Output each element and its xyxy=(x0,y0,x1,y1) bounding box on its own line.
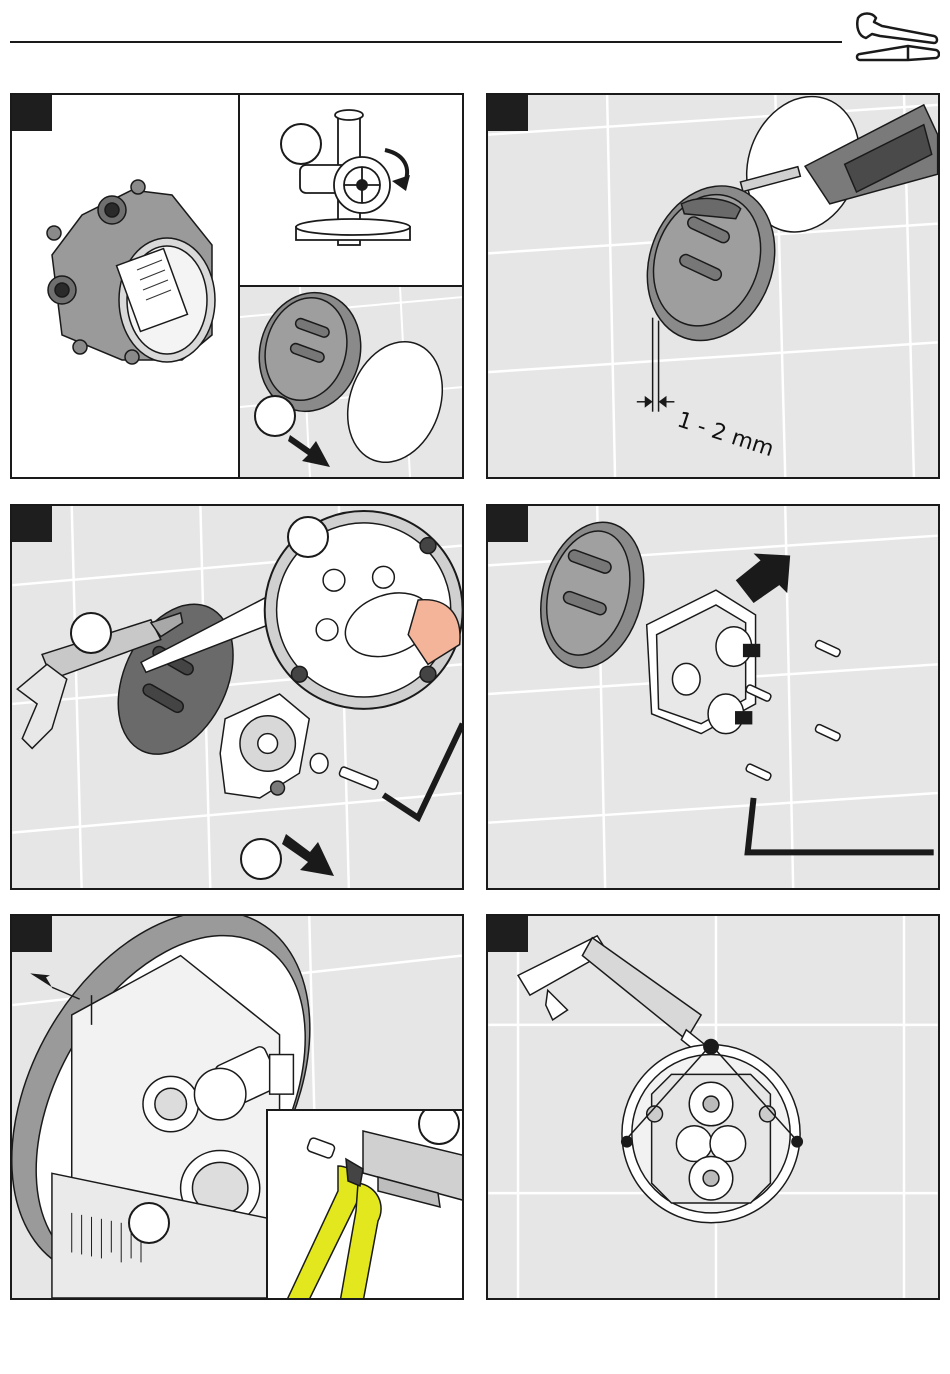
shut-off-valve-view xyxy=(240,95,464,285)
callout-circle xyxy=(240,838,282,880)
remove-cover-view xyxy=(240,287,464,477)
step-6-panel xyxy=(486,914,940,1300)
callout-circle xyxy=(287,516,329,558)
step-badge xyxy=(488,95,528,131)
callout-circle xyxy=(70,612,112,654)
step-badge xyxy=(12,95,52,131)
wrench-and-screwdriver-icon xyxy=(852,8,940,70)
callout-circle xyxy=(128,1202,170,1244)
cut-extension-inset xyxy=(266,1109,464,1300)
rough-in-body-illustration xyxy=(12,95,238,477)
step-5-panel xyxy=(10,914,464,1300)
step-badge xyxy=(488,506,528,542)
step-badge xyxy=(12,506,52,542)
arrow-down-right-icon xyxy=(282,824,340,882)
remove-cover-illustration xyxy=(240,287,464,477)
arrow-down-right-icon xyxy=(288,427,338,472)
step-2-panel: 1 - 2 mm xyxy=(486,93,940,479)
apply-sealant-illustration xyxy=(488,916,938,1298)
shut-off-valve-illustration xyxy=(240,95,464,285)
step-3-panel xyxy=(10,504,464,890)
callout-circle xyxy=(280,123,322,165)
step-badge xyxy=(488,916,528,952)
header-rule xyxy=(10,41,842,43)
seal-and-clean-illustration xyxy=(12,506,462,888)
step-1-panel xyxy=(10,93,464,479)
rough-in-body-view xyxy=(12,95,238,477)
step-4-panel xyxy=(486,504,940,890)
install-module-illustration xyxy=(488,506,938,888)
step-badge xyxy=(12,916,52,952)
